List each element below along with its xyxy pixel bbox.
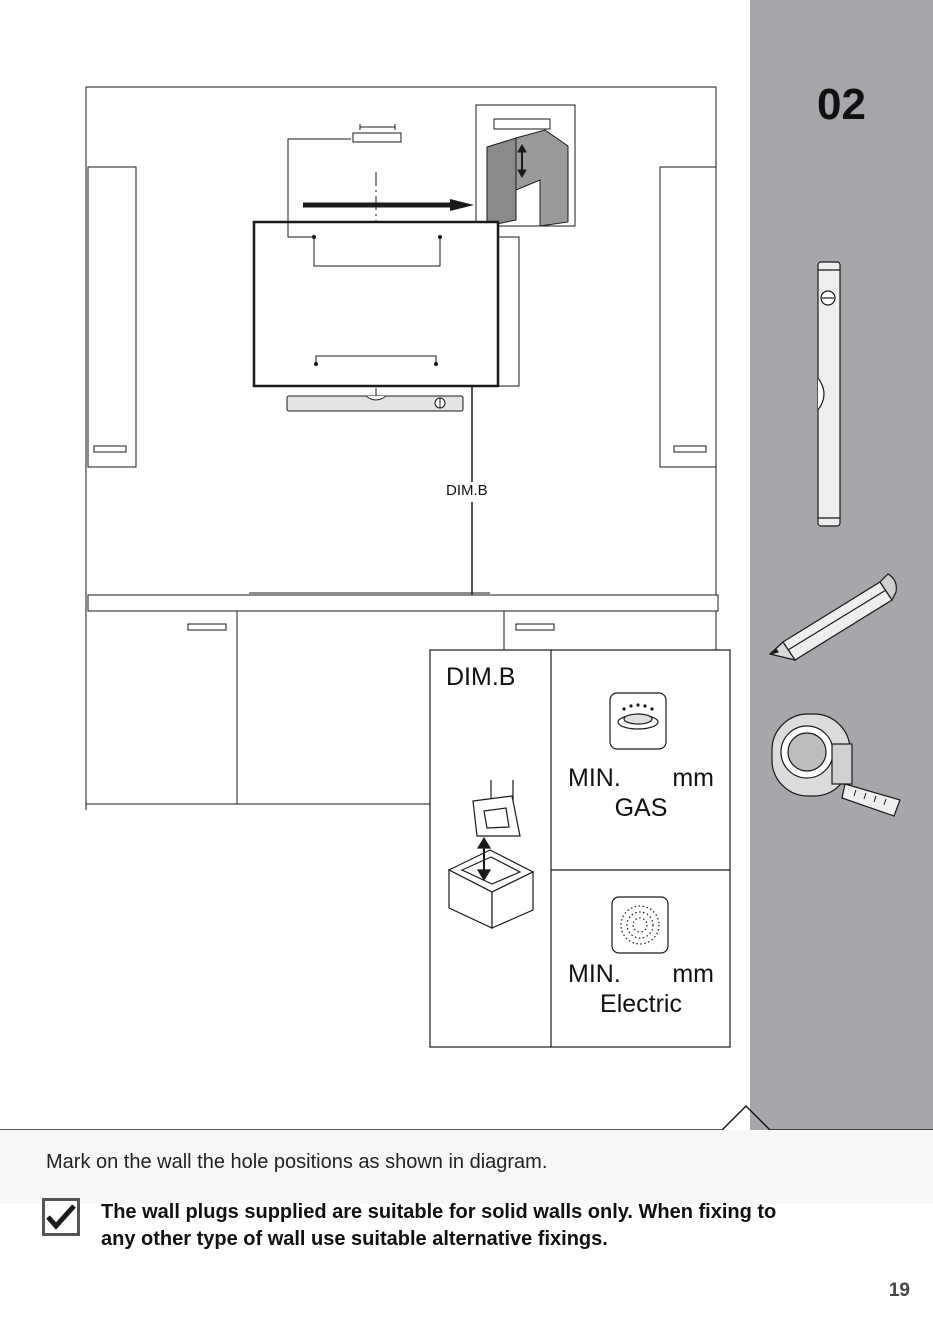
- wall-plug-note: The wall plugs supplied are suitable for…: [101, 1199, 871, 1253]
- page-number: 19: [870, 1280, 910, 1302]
- countertop: [88, 593, 718, 611]
- electric-fuel-label: Electric: [552, 990, 730, 1019]
- dim-b-wall-label: DIM.B: [446, 482, 488, 499]
- pencil-icon: [770, 574, 896, 660]
- level-tool-on-wall: [287, 396, 463, 411]
- footer-divider: [0, 1106, 933, 1130]
- hood-outline: [254, 222, 519, 386]
- gas-min-row: MIN. mm: [568, 764, 714, 793]
- left-wall-cabinet: [88, 167, 136, 467]
- wall-bracket: [353, 124, 401, 142]
- checkbox-checked-icon: [42, 1198, 80, 1236]
- note-line-1: The wall plugs supplied are suitable for…: [101, 1199, 871, 1226]
- chimney-inset: [476, 105, 575, 226]
- electric-min-row: MIN. mm: [568, 960, 714, 989]
- right-wall-cabinet: [660, 167, 716, 467]
- dim-b-box-label: DIM.B: [446, 663, 515, 692]
- electric-hob-icon: [612, 897, 668, 953]
- tape-measure-icon: [772, 714, 900, 816]
- instruction-text: Mark on the wall the hole positions as s…: [46, 1151, 547, 1174]
- gas-min-unit: mm: [672, 764, 714, 793]
- direction-arrow: [303, 199, 474, 211]
- gas-fuel-label: GAS: [552, 794, 730, 823]
- spirit-level-icon: [818, 262, 840, 526]
- bracket-dimension: [288, 139, 351, 222]
- note-line-2: any other type of wall use suitable alte…: [101, 1226, 871, 1253]
- gas-burner-icon: [610, 693, 666, 749]
- gas-min-label: MIN.: [568, 764, 621, 793]
- electric-min-unit: mm: [672, 960, 714, 989]
- electric-min-label: MIN.: [568, 960, 621, 989]
